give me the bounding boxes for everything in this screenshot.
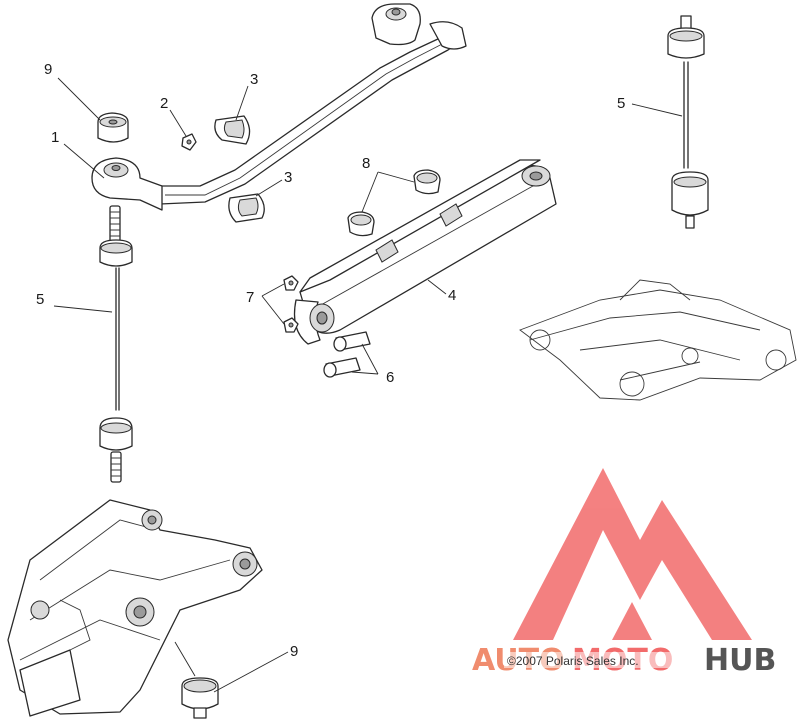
swing-arm-right [519, 279, 797, 401]
callout-9-top: 9 [44, 61, 52, 78]
bolts-6 [323, 331, 371, 378]
watermark-logo [513, 468, 752, 640]
nut [181, 133, 197, 151]
callouts: 9 1 2 3 3 8 4 5 5 7 6 9 [36, 61, 625, 660]
link-rod-left [99, 205, 133, 483]
bushing-top [97, 112, 129, 143]
callout-1: 1 [51, 129, 59, 146]
end-bracket [91, 157, 163, 211]
copyright-text: ©2007 Polaris Sales Inc. [507, 654, 639, 668]
clamp-upper [214, 115, 251, 145]
callout-8: 8 [362, 155, 370, 172]
logo-triangle-outer [513, 468, 752, 640]
link-rod-right [667, 15, 709, 229]
bushings-8 [347, 169, 441, 237]
callout-4: 4 [448, 287, 456, 304]
callout-6: 6 [386, 369, 394, 386]
callout-3-lower: 3 [284, 169, 292, 186]
swing-arm-left [7, 499, 263, 717]
stabilizer-bar [117, 3, 467, 205]
logo-triangle-inner [585, 572, 690, 640]
logo-inner-arrow [612, 602, 652, 640]
clamp-lower [228, 193, 265, 223]
callout-5-left: 5 [36, 291, 44, 308]
copyright-backdrop [504, 652, 684, 668]
callout-7: 7 [246, 289, 254, 306]
callout-5-right: 5 [617, 95, 625, 112]
bushing-bottom [181, 677, 219, 719]
torque-arm [293, 159, 557, 345]
callout-3-upper: 3 [250, 71, 258, 88]
nuts-7 [283, 275, 299, 333]
leader-lines [53, 77, 683, 693]
callout-9-bottom: 9 [290, 643, 298, 660]
callout-2: 2 [160, 95, 168, 112]
wordmark-hub: HUB [704, 643, 776, 678]
